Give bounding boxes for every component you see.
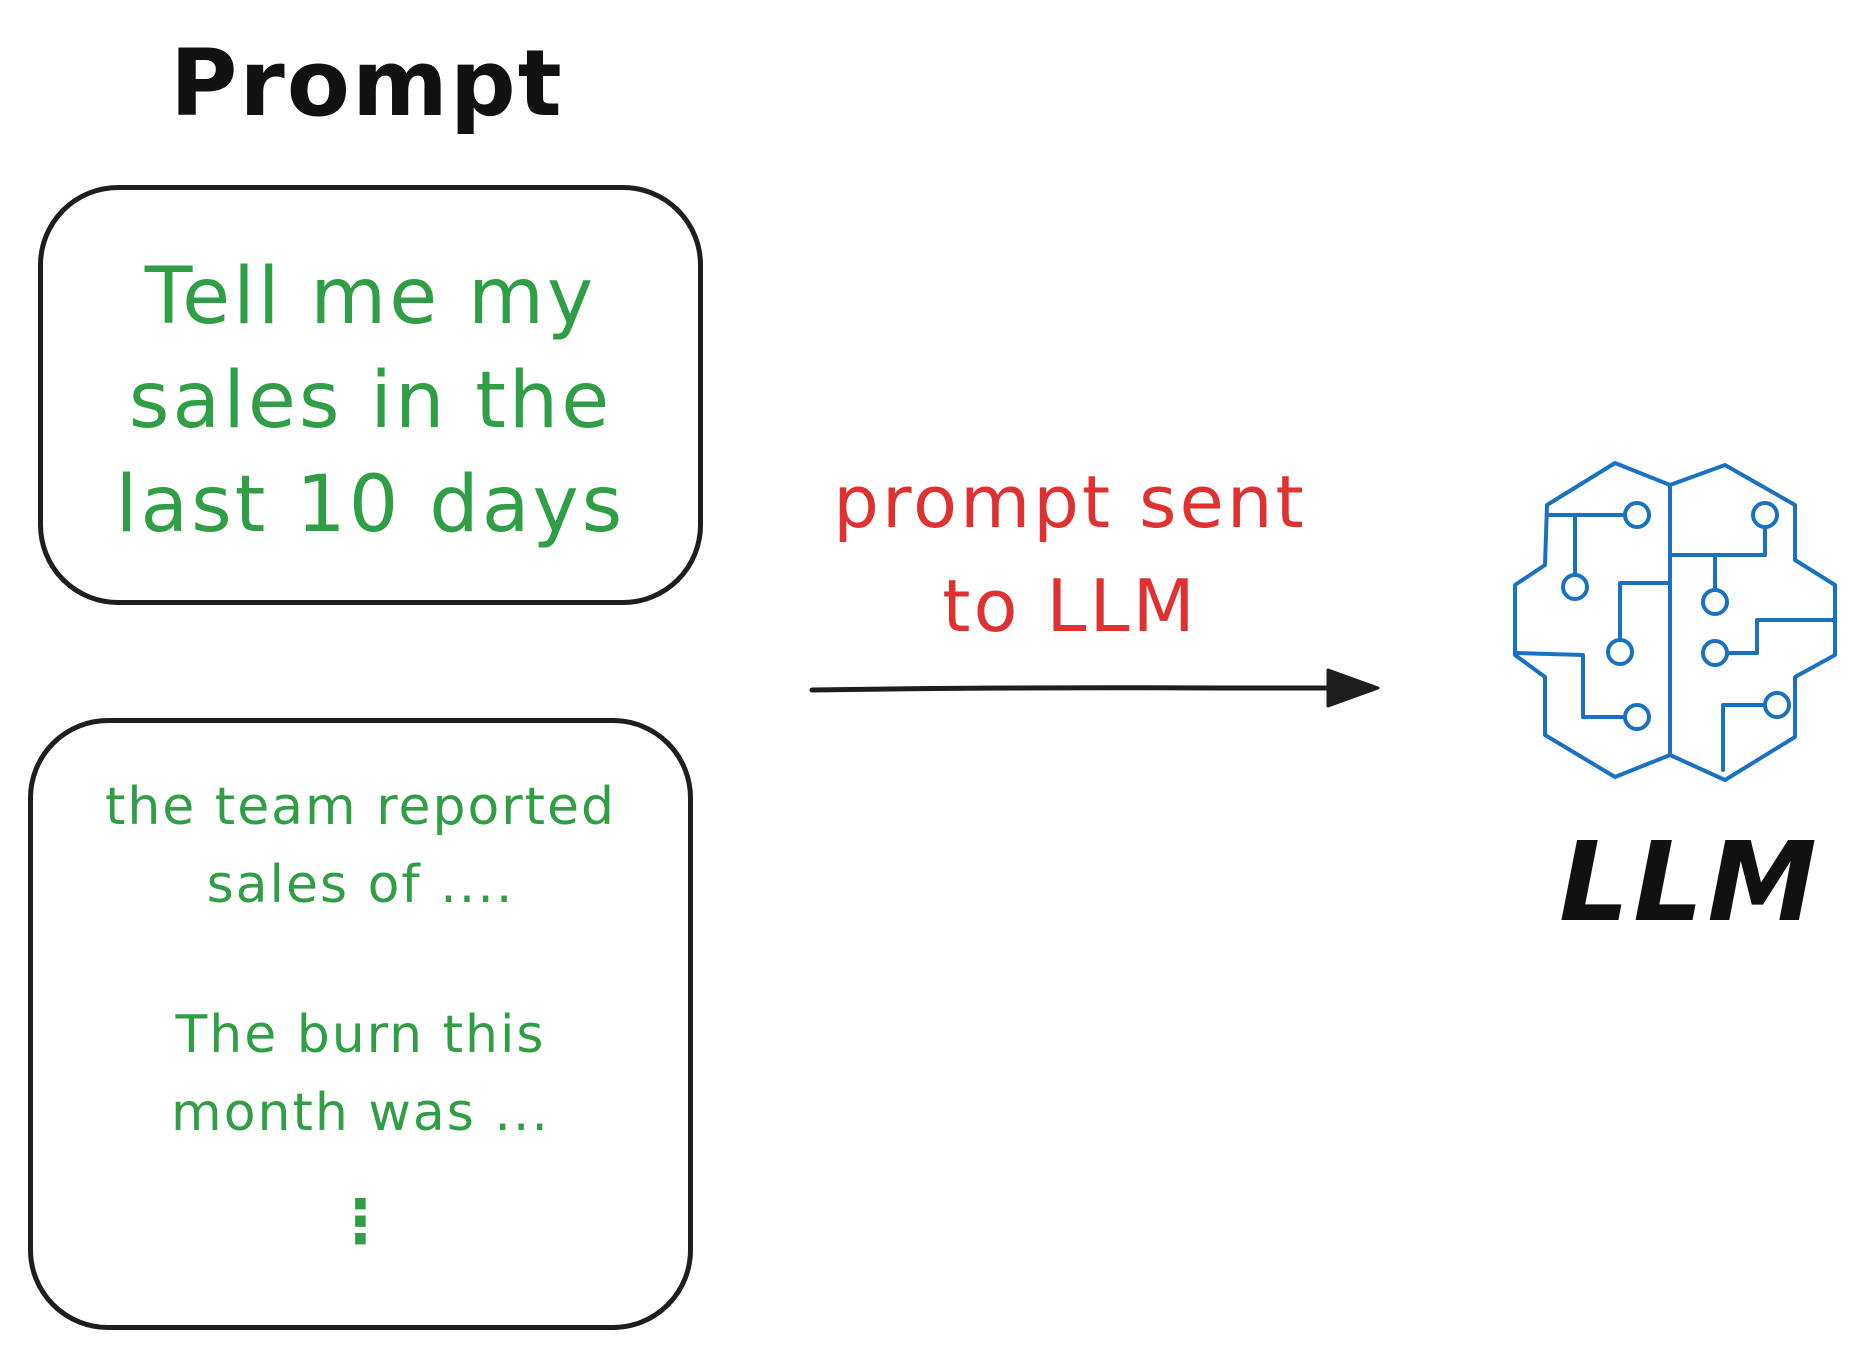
- context-ellipsis: ⋮: [330, 1187, 391, 1257]
- flow-arrow: [809, 668, 1380, 708]
- context-line: sales of ....: [206, 855, 515, 915]
- circuit-brain-icon: [1513, 461, 1837, 782]
- prompt-heading: Prompt: [170, 30, 564, 137]
- llm-heading: LLM: [1559, 818, 1821, 946]
- arrow-label-line1: prompt sent: [833, 460, 1307, 544]
- arrow-label-line2: to LLM: [942, 564, 1198, 648]
- context-line: the team reported: [104, 777, 617, 837]
- query-box: [38, 185, 703, 605]
- query-text: Tell me my sales in the last 10 days: [115, 252, 626, 550]
- context-line: month was ...: [171, 1083, 550, 1143]
- context-line: The burn this: [175, 1005, 546, 1065]
- context-box: [28, 718, 693, 1330]
